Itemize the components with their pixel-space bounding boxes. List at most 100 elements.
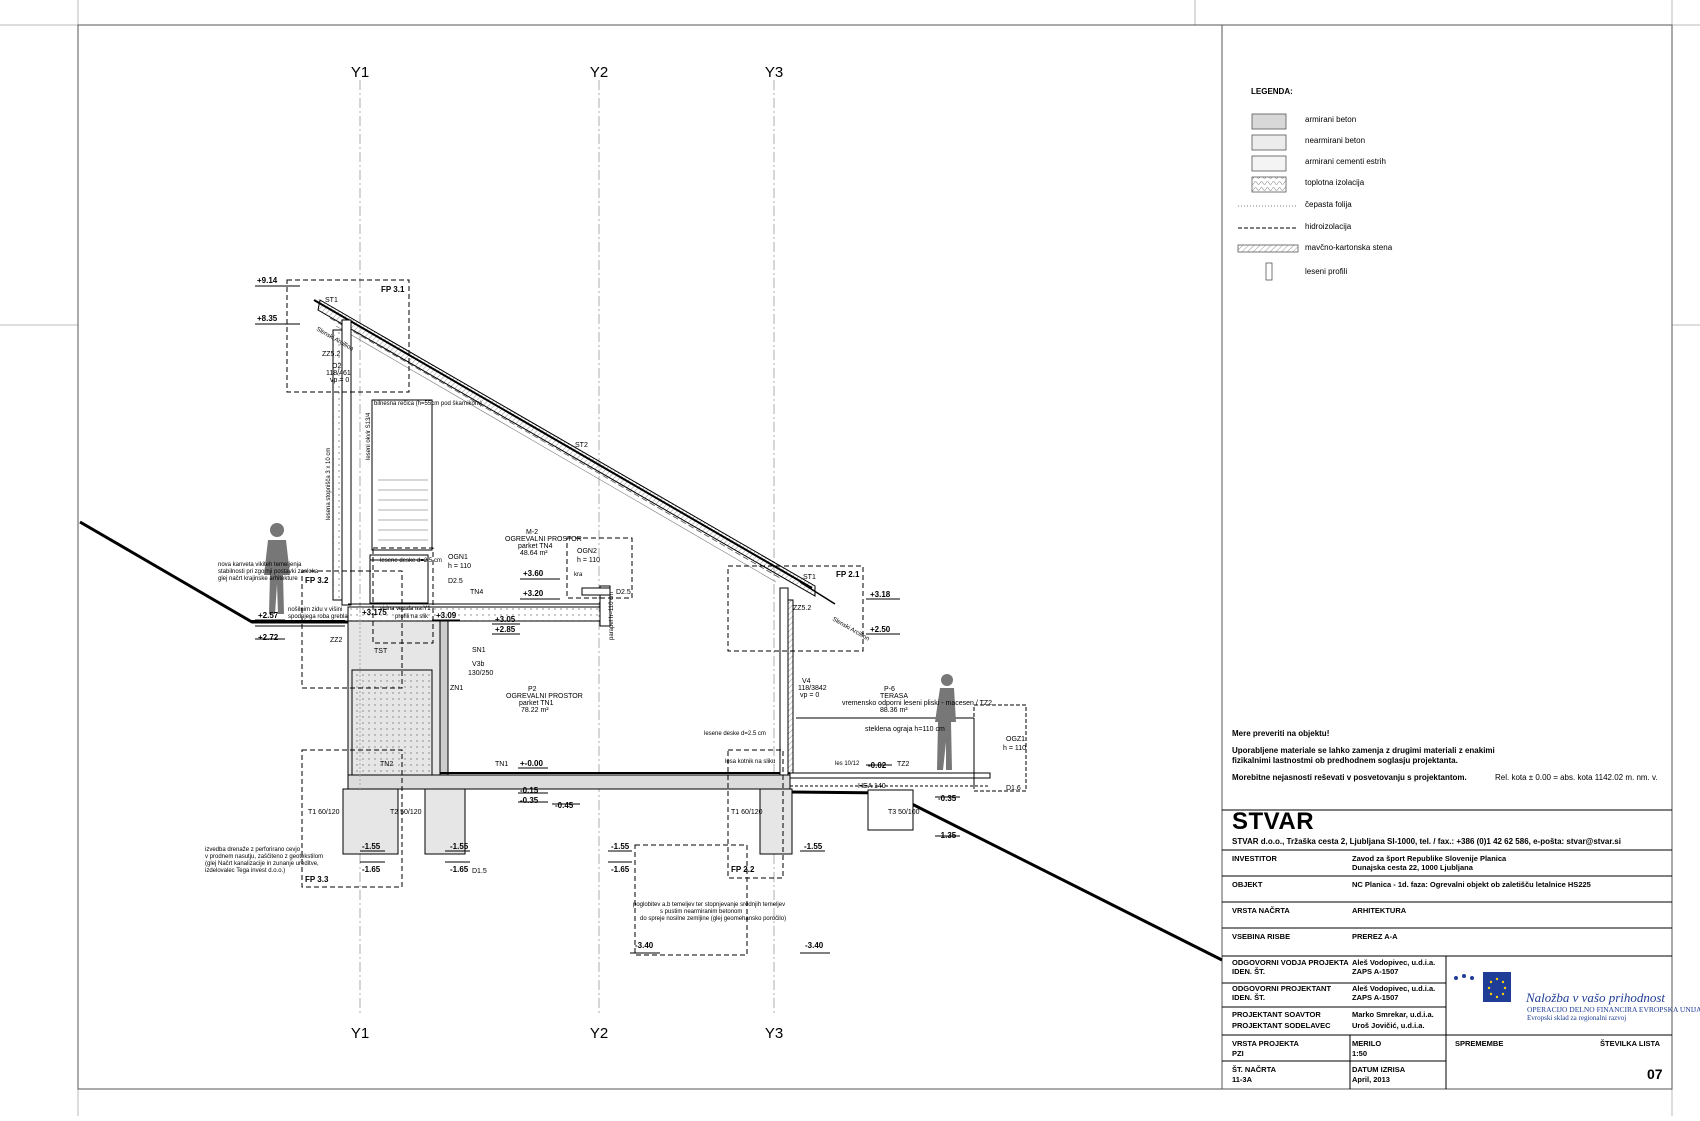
level-2-57: +2.57 [255,611,285,621]
value-vrsta-nacrta: ARHITEKTURA [1352,906,1407,915]
level-0-00: +-0.00 [518,759,548,769]
legend-item-label: nearmirani beton [1305,136,1366,145]
drawing-annotation: ZZ5.2 [793,605,811,612]
drawing-annotation: -1.65 [362,865,381,874]
drawing-annotation: nova kanveta vikiteh temeljenja [218,562,302,568]
label-stevilka-lista: ŠTEVILKA LISTA [1600,1039,1660,1048]
drawing-annotation: izdelovalec Tega invest d.o.o.) [205,868,285,874]
eu-funding-logo: Naložba v vašo prihodnost OPERACIJO DELN… [1454,972,1700,1022]
drawing-annotation: SN1 [472,647,486,654]
level-8-35: +8.35 [255,314,300,325]
drawing-annotation: 118/3842 [798,685,827,692]
grid-label-y2-bottom: Y2 [590,1025,608,1042]
legend-item-label: hidroizolacija [1305,222,1352,231]
value-investitor-1: Zavod za šport Republike Slovenije Plani… [1352,854,1507,863]
label-op-2: IDEN. ŠT. [1232,993,1265,1002]
label-vrsta-projekta: VRSTA PROJEKTA [1232,1039,1299,1048]
drawing-annotation: T1 60/120 [308,809,340,816]
drawing-annotation: vp = 0 [800,692,819,699]
legend-item-label: mavčno-kartonska stena [1305,243,1393,252]
label-st-nacrta: ŠT. NAČRTA [1232,1065,1277,1074]
drawing-annotation: parket TN1 [519,700,554,707]
eu-caption-2: Evropski sklad za regionalni razvoj [1527,1014,1626,1022]
detail-frames [286,279,864,956]
drawing-annotation: kra [574,572,583,578]
detail-frame-labels: FP 3.1 FP 3.2 FP 3.3 FP 2.1 FP 2.2 [305,285,860,884]
level-3-09: +3.09 [432,611,460,621]
value-ovp-1: Aleš Vodopivec, u.d.i.a. [1352,958,1436,967]
level-minus-1-55-d: -1.55 [800,842,825,852]
note-materials-2: fizikalnimi lastnostmi ob predhodnem sog… [1232,756,1458,765]
drawing-annotation: bilnesna rečica (h=55cm pod škarnikom) [374,401,482,407]
drawing-annotation: ZN1 [450,685,463,692]
drawing-annotation: -1.65 [450,865,469,874]
drawing-annotation: OGZ1 [1006,736,1025,743]
drawing-annotation: HEA 140 [858,783,886,790]
legend-item-label: čepasta folija [1305,200,1352,209]
label-ps-2: PROJEKTANT SODELAVEC [1232,1021,1331,1030]
eu-caption-1: OPERACIJO DELNO FINANCIRA EVROPSKA UNIJA [1527,1005,1700,1014]
drawing-annotation: D2.5 [448,578,463,585]
legend-item-label: leseni profili [1305,267,1348,276]
level-minus-1-55-b: -1.55 [445,842,470,852]
title-block: STVAR STVAR d.o.o., Tržaška cesta 2, Lju… [1222,808,1672,1089]
value-investitor-2: Dunajska cesta 22, 1000 Ljubljana [1352,863,1473,872]
drawing-annotation: D1.6 [1006,785,1021,792]
drawing-annotation: profili na slik [395,614,429,620]
person-silhouette-right [935,674,956,770]
drawing-annotation: M-2 [526,529,538,536]
drawing-annotation: -0.35 [938,794,957,803]
level-markers: +9.14 +8.35 +3.60 +3.20 +3.18 +2.50 +3.1… [255,276,960,954]
drawing-annotation: leseni okvir S13/4 [366,412,372,460]
drawing-annotation: +3.18 [870,590,891,599]
grid-label-y3-bottom: Y3 [765,1025,783,1042]
drawing-annotation: +8.35 [257,314,278,323]
value-op-1: Aleš Vodopivec, u.d.i.a. [1352,984,1436,993]
value-vrsta-projekta: PZI [1232,1049,1244,1058]
label-spremembe: SPREMEMBE [1455,1039,1504,1048]
drawing-annotation: +3.05 [495,615,516,624]
drawing-annotation: T1 60/120 [731,809,763,816]
drawing-annotation: -1.65 [611,865,630,874]
label-investitor: INVESTITOR [1232,854,1277,863]
frame-label-fp-3-2: FP 3.2 [305,576,329,585]
drawing-annotation: +-0.00 [520,759,543,768]
value-objekt: NC Planica - 1d. faza: Ogrevalni objekt … [1352,880,1591,889]
drawing-annotation: -1.35 [938,831,957,840]
drawing-annotation: P-6 [884,686,895,693]
drawing-annotation: parapet h=110 cm [609,592,615,640]
element-tags: ST1 ST1 ST2 ZZ5.2 ZZ5.2 ZZ2 TST ZN1 SN1 … [308,297,1026,875]
drawing-annotation: +3.175 [362,608,387,617]
drawing-annotation: (glej Načrt kanalizacije in zunanje ured… [205,861,319,867]
frame-label-fp-2-2: FP 2.2 [731,865,755,874]
frame-label-fp-2-1: FP 2.1 [836,570,860,579]
structure [250,319,1027,855]
level-minus-1-65-a: -1.65 [360,861,385,874]
value-merilo: 1:50 [1352,1049,1368,1058]
eu-slogan: Naložba v vašo prihodnost [1525,990,1665,1005]
level-3-05: +3.05 [492,615,520,625]
level-2-85: +2.85 [492,625,520,635]
drawing-annotation: 118/461 [326,370,351,377]
level-minus-1-55-c: -1.55 [608,842,632,852]
note-consult: Morebitne nejasnosti reševati v posvetov… [1232,773,1467,782]
drawing-annotation: 130/250 [468,670,493,677]
label-op-1: ODGOVORNI PROJEKTANT [1232,984,1332,993]
drawing-annotation: ZZ2 [330,637,343,644]
drawing-annotation: vidna vezala na Y1 [380,606,431,612]
level-minus-0-15: -0.15 [518,786,548,795]
level-minus-0-02: -0.02 [866,761,892,770]
legend-swatches [1237,113,1299,281]
drawing-annotation: +2.57 [258,611,279,620]
drawing-annotation: do spreje nosilne zemljine (glej geomeha… [640,916,786,922]
grid-labels: Y1 Y2 Y3 Y1 Y2 Y3 [351,64,783,1042]
drawing-annotation: OGN1 [448,554,468,561]
drawing-annotation: OGREVALNI PROSTOR [506,693,583,700]
drawing-annotation: V4 [802,678,811,685]
drawing-annotation: ST2 [575,442,588,449]
drawing-annotation: +2.72 [258,633,279,642]
label-objekt: OBJEKT [1232,880,1263,889]
drawing-annotation: Slenski Arcillion [831,617,870,643]
drawing-annotation: les 10/12 [835,761,860,767]
